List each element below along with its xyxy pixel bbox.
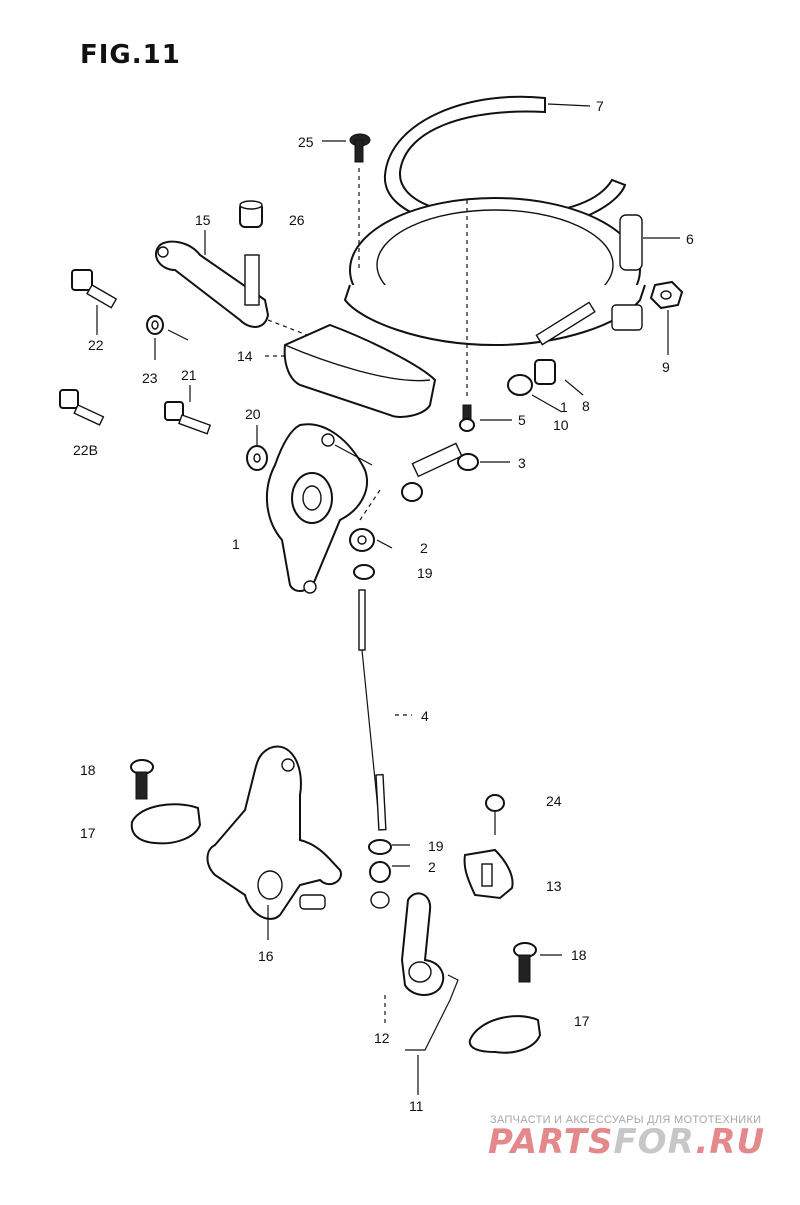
part-16-arm — [206, 745, 342, 920]
part-21-bolt — [164, 401, 212, 435]
callout-7: 7 — [596, 98, 604, 114]
callout-10: 10 — [553, 417, 569, 433]
part-2b-joint — [369, 861, 391, 909]
callout-12: 12 — [374, 1030, 390, 1046]
callout-14: 14 — [237, 348, 253, 364]
watermark-logo-part2: FOR — [613, 1122, 696, 1162]
part-3-link — [401, 442, 479, 502]
leader-23b — [167, 329, 189, 341]
callout-25: 25 — [298, 134, 314, 150]
callout-4: 4 — [421, 708, 429, 724]
watermark-tagline: ЗАПЧАСТИ И АКСЕССУАРЫ ДЛЯ МОТОТЕХНИКИ — [490, 1114, 762, 1126]
part-19b-nut — [368, 839, 392, 855]
callout-16: 16 — [258, 948, 274, 964]
part-17a-clip — [130, 803, 202, 845]
part-1-cam — [265, 423, 368, 594]
part-8-bolt — [534, 301, 596, 385]
leader-2a — [376, 539, 393, 549]
part-22-bolt — [71, 269, 118, 309]
part-20-washer — [246, 445, 268, 471]
part-23-washer — [146, 315, 164, 335]
part-17b-clip — [468, 1015, 542, 1054]
part-4-rod — [358, 589, 387, 831]
callout-17b: 17 — [574, 1013, 590, 1029]
callout-11: 11 — [409, 1098, 424, 1114]
part-26-cap — [239, 200, 263, 228]
callout-22b: 22B — [73, 442, 98, 458]
part-13-clip — [463, 848, 514, 900]
part-5-stud — [459, 404, 475, 432]
callout-24: 24 — [546, 793, 562, 809]
callout-1: 1 — [232, 536, 240, 552]
part-18b-screw — [513, 942, 537, 983]
watermark-logo-part3: .RU — [695, 1122, 766, 1162]
leader-10 — [531, 394, 563, 413]
callout-13: 13 — [546, 878, 562, 894]
part-22b-bolt — [59, 389, 105, 426]
leader-1a — [334, 444, 373, 466]
callout-19a: 19 — [417, 565, 433, 581]
callout-8: 8 — [582, 398, 590, 414]
part-11-wire — [405, 974, 459, 1051]
callout-21: 21 — [181, 367, 197, 383]
part-15-lever — [155, 240, 270, 328]
part-12-lever — [400, 892, 445, 996]
callout-15: 15 — [195, 212, 211, 228]
callout-6: 6 — [686, 231, 694, 247]
part-9-nut — [649, 280, 684, 310]
callout-2a: 2 — [420, 540, 428, 556]
callout-5: 5 — [518, 412, 526, 428]
callout-1-small: 1 — [560, 399, 568, 415]
part-18a-screw — [130, 759, 154, 800]
part-6-bracket — [343, 197, 646, 347]
watermark-logo-part1: PARTS — [488, 1122, 614, 1162]
part-25-screw — [349, 133, 371, 163]
callout-19b: 19 — [428, 838, 444, 854]
callout-17a: 17 — [80, 825, 96, 841]
callout-26: 26 — [289, 212, 305, 228]
leader-15-dash — [267, 319, 321, 341]
part-2a-joint — [349, 528, 375, 552]
callout-2b: 2 — [428, 859, 436, 875]
watermark-logo: PARTSFOR.RU — [488, 1122, 765, 1162]
part-10-cap — [507, 374, 533, 396]
callout-20: 20 — [245, 406, 261, 422]
callout-23: 23 — [142, 370, 158, 386]
callout-18b: 18 — [571, 947, 587, 963]
leader-2a-dash — [359, 489, 381, 521]
part-24-screw — [485, 794, 505, 812]
callout-9: 9 — [662, 359, 670, 375]
figure-title: FIG.11 — [80, 40, 181, 70]
part-7-ring — [383, 95, 627, 231]
callout-18a: 18 — [80, 762, 96, 778]
part-19a-nut — [353, 564, 375, 580]
part-14-plate — [283, 323, 437, 418]
callout-22: 22 — [88, 337, 104, 353]
leader-7 — [547, 103, 591, 107]
callout-3: 3 — [518, 455, 526, 471]
leader-8 — [564, 379, 584, 396]
